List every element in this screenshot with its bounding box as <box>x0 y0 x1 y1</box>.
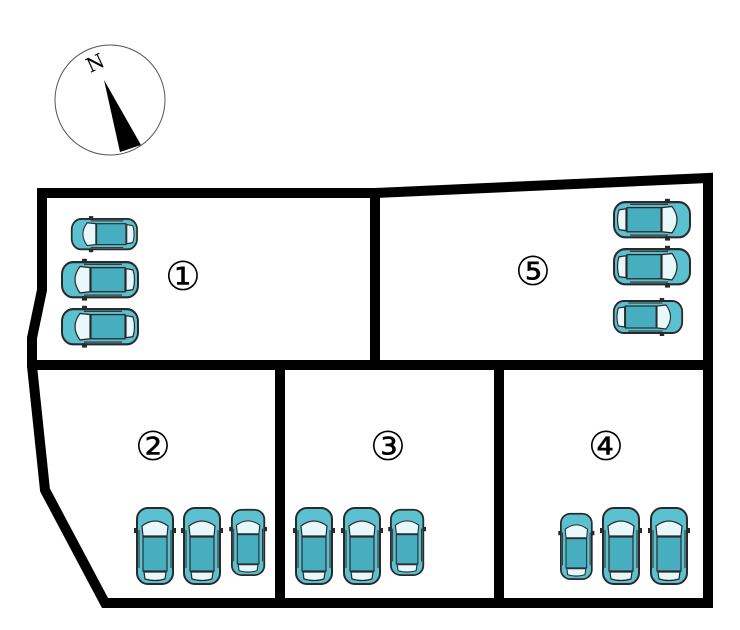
car-icon <box>612 244 692 289</box>
lot-3[interactable]: ③ <box>292 424 427 585</box>
lot-2[interactable]: ② <box>133 424 268 585</box>
lot-label: ④ <box>588 424 624 470</box>
car-icon <box>60 257 140 302</box>
compass: N <box>54 44 166 156</box>
car-icon <box>612 197 692 242</box>
lot-label: ① <box>165 254 201 300</box>
car-icon <box>292 507 336 585</box>
lot-label: ③ <box>370 424 406 470</box>
lot-4[interactable]: ④ <box>557 424 691 585</box>
car-icon <box>180 507 224 585</box>
car-icon <box>340 507 384 585</box>
north-arrow-icon <box>104 80 141 152</box>
car-icon <box>599 507 643 585</box>
car-icon <box>387 508 427 576</box>
car-icon <box>60 304 140 349</box>
car-icon <box>647 507 691 585</box>
site-outline <box>27 172 713 608</box>
car-icon <box>133 507 177 585</box>
lot-boundaries <box>27 172 713 608</box>
lot-1[interactable]: ① <box>60 215 201 349</box>
car-icon <box>557 512 596 580</box>
lot-5[interactable]: ⑤ <box>515 197 692 337</box>
car-icon <box>70 215 139 254</box>
car-icon <box>612 297 684 337</box>
lot-label: ⑤ <box>515 249 551 295</box>
lot-label: ② <box>135 424 171 470</box>
car-icon <box>228 508 268 576</box>
